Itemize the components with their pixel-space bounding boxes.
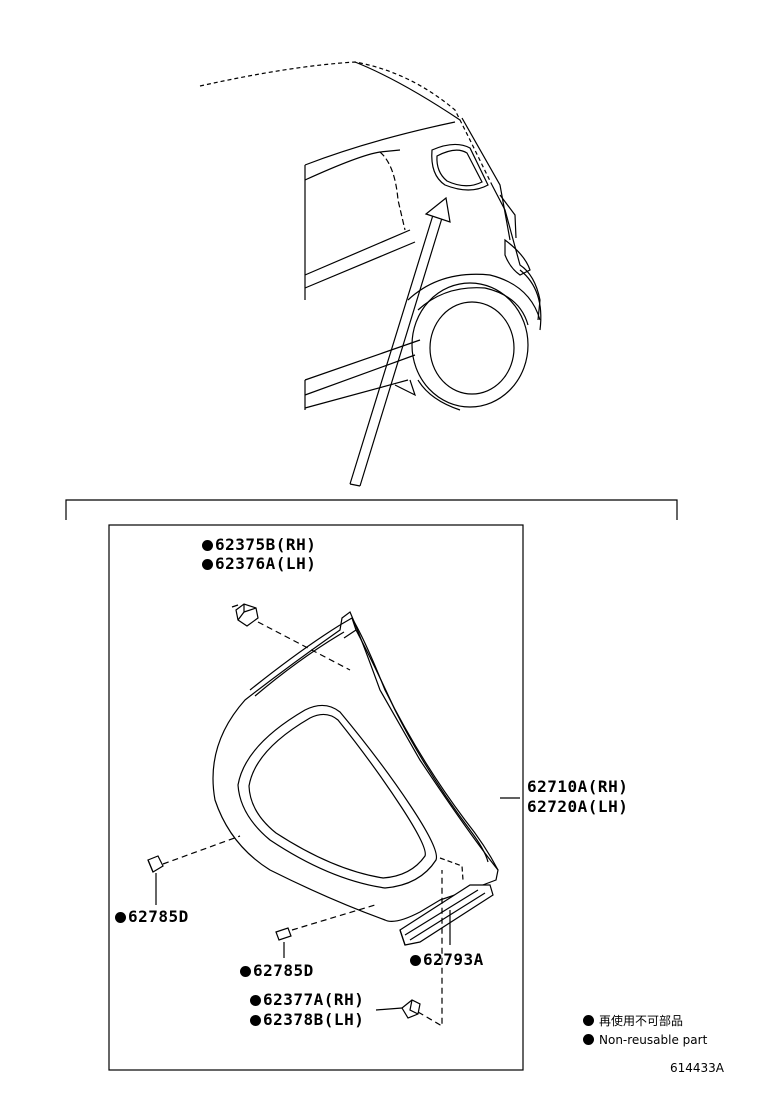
clip-bottom (375, 870, 443, 1028)
vehicle-overview (199, 61, 542, 487)
figure-code: 614433A (670, 1061, 725, 1075)
legend-text: Non-reusable part (599, 1033, 708, 1047)
seal-part (399, 884, 494, 946)
non-reusable-bullet-icon (583, 1015, 594, 1026)
part-number: 62793A (423, 950, 484, 969)
label-62376A: 62376A(LH) (202, 555, 316, 573)
label-62785D-left: 62785D (115, 908, 189, 926)
part-number: 62785D (128, 907, 189, 926)
clip-left (147, 835, 241, 905)
non-reusable-bullet-icon (583, 1034, 594, 1045)
legend-text: 再使用不可部品 (599, 1014, 684, 1028)
label-62378B: 62378B(LH) (250, 1011, 364, 1029)
non-reusable-bullet-icon (115, 912, 126, 923)
non-reusable-bullet-icon (250, 995, 261, 1006)
part-number: 62378B(LH) (263, 1010, 365, 1029)
part-number: 62377A(RH) (263, 990, 365, 1009)
quarter-trim-panel (212, 611, 499, 922)
legend-en: Non-reusable part (583, 1033, 707, 1047)
part-number: 62710A(RH) (527, 777, 629, 796)
label-62377A: 62377A(RH) (250, 991, 364, 1009)
non-reusable-bullet-icon (202, 540, 213, 551)
label-62720A: 62720A(LH) (527, 798, 628, 816)
non-reusable-bullet-icon (202, 559, 213, 570)
legend-jp: 再使用不可部品 (583, 1014, 683, 1028)
part-number: 62785D (253, 961, 314, 980)
non-reusable-bullet-icon (410, 955, 421, 966)
clip-lower (275, 904, 376, 958)
label-62710A: 62710A(RH) (527, 778, 628, 796)
part-number: 62720A(LH) (527, 797, 629, 816)
section-bracket (65, 499, 678, 520)
label-62793A: 62793A (410, 951, 484, 969)
label-62785D-lower: 62785D (240, 962, 314, 980)
label-62375B: 62375B(RH) (202, 536, 316, 554)
non-reusable-bullet-icon (250, 1015, 261, 1026)
part-number: 62376A(LH) (215, 554, 317, 573)
detail-frame (108, 524, 524, 1071)
part-number: 62375B(RH) (215, 535, 317, 554)
non-reusable-bullet-icon (240, 966, 251, 977)
clip-upper (231, 603, 351, 671)
